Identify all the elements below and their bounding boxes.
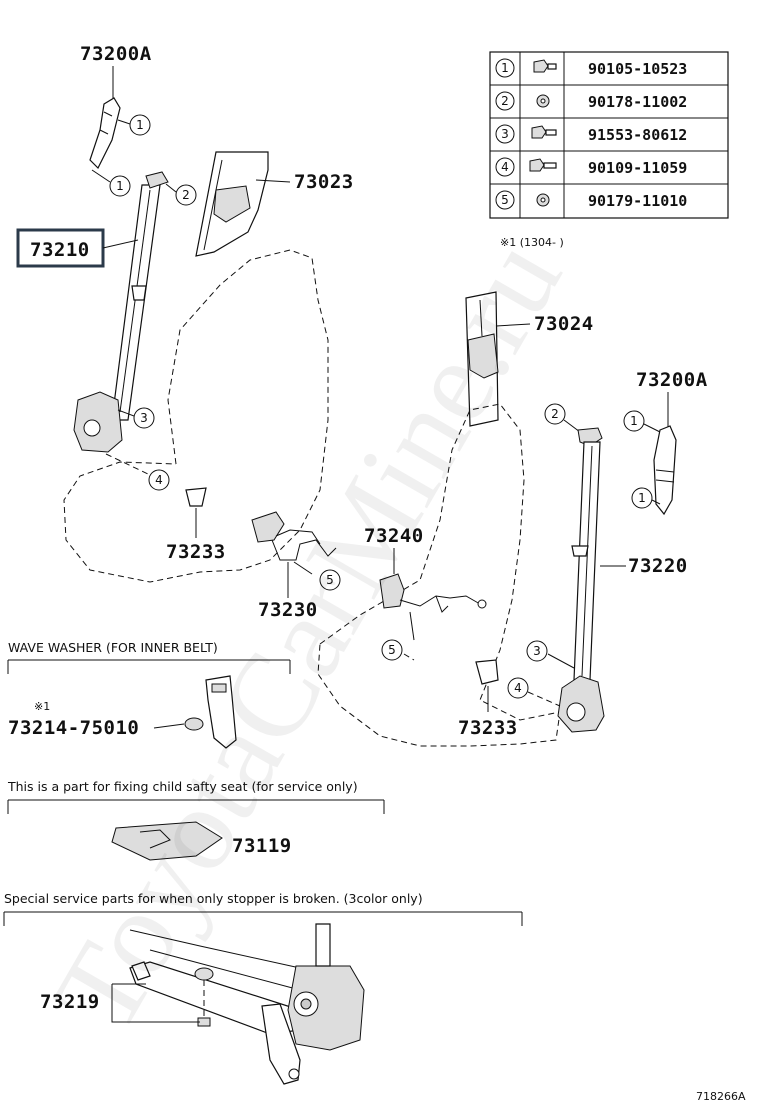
svg-text:90178-11002: 90178-11002 bbox=[588, 93, 687, 111]
callout-circle-1[interactable]: 1 bbox=[623, 410, 645, 432]
svg-text:2: 2 bbox=[501, 94, 509, 108]
svg-text:2: 2 bbox=[551, 407, 559, 421]
bolt-icon bbox=[529, 158, 557, 172]
callout-73220[interactable]: 73220 bbox=[628, 555, 688, 577]
svg-text:1: 1 bbox=[116, 179, 124, 193]
callout-circle-1[interactable]: 1 bbox=[129, 114, 151, 136]
table-row-3: 3 91553-80612 bbox=[495, 124, 687, 144]
callout-circle-5[interactable]: 5 bbox=[381, 639, 403, 661]
svg-text:2: 2 bbox=[182, 188, 190, 202]
svg-text:90179-11010: 90179-11010 bbox=[588, 192, 687, 210]
right-seatbelt-group: 2 73220 3 4 73233 73200A 1 1 bbox=[458, 369, 708, 739]
svg-text:4: 4 bbox=[514, 681, 522, 695]
callout-73024[interactable]: 73024 bbox=[534, 313, 594, 335]
wave-washer-section: WAVE WASHER (FOR INNER BELT) ※1 73214-75… bbox=[7, 640, 291, 749]
svg-text:4: 4 bbox=[155, 473, 163, 487]
table-row-2: 2 90178-11002 bbox=[495, 91, 687, 111]
callout-73233-left[interactable]: 73233 bbox=[166, 541, 226, 563]
washer-mark: ※1 bbox=[34, 700, 50, 713]
left-seatbelt-group: 73200A 1 1 2 73210 3 4 73233 bbox=[16, 43, 226, 563]
svg-text:5: 5 bbox=[326, 573, 334, 587]
callout-circle-3[interactable]: 3 bbox=[526, 640, 548, 662]
callout-73233-right[interactable]: 73233 bbox=[458, 717, 518, 739]
stopper-retractor bbox=[287, 965, 365, 1051]
svg-text:90105-10523: 90105-10523 bbox=[588, 60, 687, 78]
svg-text:3: 3 bbox=[501, 127, 509, 141]
buckle-left-group: 5 73230 bbox=[251, 511, 341, 621]
bolt-icon bbox=[531, 125, 557, 139]
callout-circle-2[interactable]: 2 bbox=[175, 184, 197, 206]
callout-73200A-left[interactable]: 73200A bbox=[80, 43, 152, 65]
buckle-73240 bbox=[379, 573, 405, 609]
callout-circle-1[interactable]: 1 bbox=[109, 175, 131, 197]
table-row-5: 5 90179-11010 bbox=[495, 190, 687, 210]
buckle-73230 bbox=[251, 511, 285, 543]
fastener-table: 1 90105-10523 2 90178-11002 3 91553-8061… bbox=[489, 51, 729, 219]
inner-belt-stub bbox=[205, 675, 237, 749]
callout-circle-5[interactable]: 5 bbox=[319, 569, 341, 591]
callout-73219[interactable]: 73219 bbox=[40, 991, 100, 1013]
callout-73240[interactable]: 73240 bbox=[364, 525, 424, 547]
callout-73210[interactable]: 73210 bbox=[30, 239, 90, 261]
table-note: ※1 (1304- ) bbox=[500, 236, 564, 249]
svg-text:3: 3 bbox=[533, 644, 541, 658]
stopper-button-top bbox=[194, 967, 214, 981]
svg-text:5: 5 bbox=[388, 643, 396, 657]
callout-73214-75010[interactable]: 73214-75010 bbox=[8, 717, 139, 739]
callout-73023[interactable]: 73023 bbox=[294, 171, 354, 193]
callout-circle-3[interactable]: 3 bbox=[133, 407, 155, 429]
callout-circle-4[interactable]: 4 bbox=[148, 469, 170, 491]
svg-text:91553-80612: 91553-80612 bbox=[588, 126, 687, 144]
svg-text:5: 5 bbox=[501, 193, 509, 207]
callout-73230[interactable]: 73230 bbox=[258, 599, 318, 621]
svg-text:90109-11059: 90109-11059 bbox=[588, 159, 687, 177]
plate-right bbox=[475, 659, 499, 685]
seat-outline-right bbox=[317, 403, 561, 747]
svg-text:1: 1 bbox=[136, 118, 144, 132]
callout-73200A-right[interactable]: 73200A bbox=[636, 369, 708, 391]
plate-left bbox=[185, 487, 207, 507]
svg-text:1: 1 bbox=[630, 414, 638, 428]
washer-part bbox=[184, 717, 204, 731]
diagram-id: 718266A bbox=[696, 1090, 746, 1103]
bolt-icon bbox=[533, 59, 557, 73]
stopper-section: Special service parts for when only stop… bbox=[3, 891, 523, 1085]
nut-icon bbox=[536, 193, 550, 207]
callout-circle-2[interactable]: 2 bbox=[544, 403, 566, 425]
watermark-text: ToyotaCarMine.ru bbox=[27, 217, 586, 1053]
wave-washer-title: WAVE WASHER (FOR INNER BELT) bbox=[8, 640, 218, 655]
top-anchor-right bbox=[653, 425, 677, 516]
pillar-garnish-left-group: 73023 bbox=[195, 151, 354, 257]
svg-text:1: 1 bbox=[501, 61, 509, 75]
stopper-note: Special service parts for when only stop… bbox=[4, 891, 423, 906]
seat-outline-left bbox=[63, 249, 329, 583]
svg-text:3: 3 bbox=[140, 411, 148, 425]
callout-circle-4[interactable]: 4 bbox=[507, 677, 529, 699]
callout-73119[interactable]: 73119 bbox=[232, 835, 292, 857]
pillar-garnish-right-group: 73024 bbox=[465, 291, 594, 427]
belt-webbing-left bbox=[111, 184, 161, 421]
child-seat-note: This is a part for fixing child safty se… bbox=[7, 779, 358, 794]
callout-circle-1[interactable]: 1 bbox=[631, 487, 653, 509]
buckle-center-group: 73240 5 bbox=[364, 525, 487, 661]
child-seat-section: This is a part for fixing child safty se… bbox=[7, 779, 385, 861]
nut-icon bbox=[536, 94, 550, 108]
svg-text:4: 4 bbox=[501, 160, 509, 174]
svg-text:1: 1 bbox=[638, 491, 646, 505]
table-row-1: 1 90105-10523 bbox=[495, 58, 687, 78]
stopper-tongue bbox=[261, 1003, 301, 1085]
table-row-4: 4 90109-11059 bbox=[495, 157, 687, 177]
